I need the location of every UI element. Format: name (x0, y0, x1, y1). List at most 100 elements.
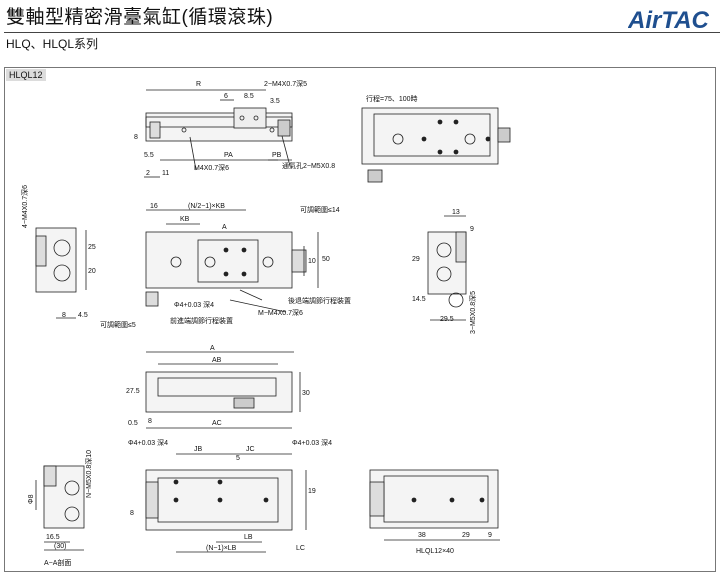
stroke-note: 行程=75、100時 (366, 96, 418, 103)
leader-line (229, 299, 287, 313)
dim-label: M−M4X0.7深6 (258, 310, 303, 317)
dim-label: 0.5 (128, 420, 138, 427)
top-view-hole (239, 115, 245, 121)
bottom-hole (173, 479, 179, 485)
plan-view-hole (262, 256, 274, 268)
section-bore (64, 506, 80, 522)
br-hole (479, 497, 485, 503)
top-view-fitting (277, 119, 291, 137)
right-end-view (427, 215, 467, 321)
dim-label: KB (180, 216, 190, 223)
dim-label: 11 (162, 170, 170, 177)
end-view-hole (437, 149, 443, 155)
dim-label: 9 (470, 226, 474, 233)
side-fitting (233, 397, 255, 409)
page-subtitle: HLQ、HLQL系列 (6, 37, 99, 51)
br-hole (411, 497, 417, 503)
dim-label: PB (272, 152, 282, 159)
dim-label: 8 (130, 510, 134, 517)
top-view-slide (145, 116, 293, 128)
rear-adjust-note: 後退端調節行程裝置 (288, 298, 351, 305)
dim-label: N−M5X0.8深10 (86, 449, 93, 498)
bottom-hole (173, 497, 179, 503)
plan-view-hole (170, 256, 182, 268)
dim-label: 25 (88, 244, 96, 251)
dim-label: Φ4+0.03 深4 (292, 440, 333, 447)
bottom-hole (217, 479, 223, 485)
side-slide (157, 377, 277, 397)
end-view-hole (421, 136, 427, 142)
bottom-endcap (145, 481, 159, 519)
plan-view-stopper (291, 249, 307, 273)
dim-label: AC (212, 420, 222, 427)
top-view-endcap (149, 121, 161, 139)
port-note: 通氣孔2−M5X0.8 (282, 163, 336, 170)
right-end-port (448, 292, 464, 308)
plan-view-hole (204, 256, 216, 268)
plan-view-stopper (145, 291, 159, 307)
left-end-bore (53, 239, 71, 257)
left-end-bore (53, 264, 71, 282)
dim-label: JC (246, 446, 255, 453)
brand-logo-text: AirTAC (628, 7, 710, 32)
dim-label: 14.5 (412, 296, 426, 303)
end-view-hole (453, 149, 459, 155)
dim-label: 30 (302, 390, 310, 397)
dim-label: 13 (452, 209, 460, 216)
leader-line (239, 289, 263, 301)
end-view-hole (464, 133, 476, 145)
dim-label: 4.5 (78, 312, 88, 319)
dim-label: 16 (150, 203, 158, 210)
dim-label: 20 (88, 268, 96, 275)
section-view (35, 465, 85, 551)
bottom-right-view (369, 469, 500, 541)
dim-label: 38 (418, 532, 426, 539)
drawing-frame: HLQL12 (4, 67, 716, 572)
plan-view-body (145, 231, 293, 289)
page-title: 雙軸型精密滑臺氣缸(循環滾珠) (6, 7, 274, 28)
top-view-hole (253, 115, 259, 121)
dim-label: JB (194, 446, 203, 453)
dim-label: 27.5 (126, 388, 140, 395)
section-marker: A (222, 224, 227, 231)
section-block (43, 465, 57, 487)
dim-label: A (210, 345, 215, 352)
front-adjust-note: 前進端調節行程裝置 (170, 318, 233, 325)
plan-view-hole (223, 271, 229, 277)
dim-label: 5 (236, 455, 240, 462)
end-view-fitting (367, 169, 383, 183)
br-endcap (369, 481, 385, 517)
plan-view (145, 209, 319, 313)
end-view-hole (453, 119, 459, 125)
model-tag: HLQL12 (6, 69, 46, 81)
dim-label: LC (296, 545, 305, 552)
side-body (145, 371, 293, 413)
end-view-hole (485, 136, 491, 142)
dim-label: 8 (62, 312, 66, 319)
dim-label: 5.5 (144, 152, 154, 159)
dim-label: (N/2−1)×KB (188, 203, 225, 210)
range-note: 可調範圍≤14 (300, 207, 340, 214)
bottom-hole (217, 497, 223, 503)
dim-label: 29 (412, 256, 420, 263)
plan-view-hole (241, 271, 247, 277)
right-end-block (455, 231, 467, 263)
left-end-block (35, 235, 47, 267)
dim-label: 16.5 (46, 534, 60, 541)
side-elevation (145, 351, 301, 429)
dim-label: 8 (134, 134, 138, 141)
end-view-fitting (497, 127, 511, 143)
end-view-hole (392, 133, 404, 145)
dim-label: 2 (146, 170, 150, 177)
dim-label: 6 (224, 93, 228, 100)
br-hole (449, 497, 455, 503)
dim-label: Φ8 (28, 494, 35, 504)
dim-label: R (196, 81, 202, 88)
dim-label: 8.5 (244, 93, 254, 100)
dim-label: M4X0.7深6 (194, 165, 230, 172)
dim-label: (N−1)×LB (206, 545, 237, 552)
plan-view-carriage (197, 239, 259, 283)
top-view-hole (181, 127, 187, 133)
dim-label: Φ4+0.03 深4 (128, 440, 169, 447)
